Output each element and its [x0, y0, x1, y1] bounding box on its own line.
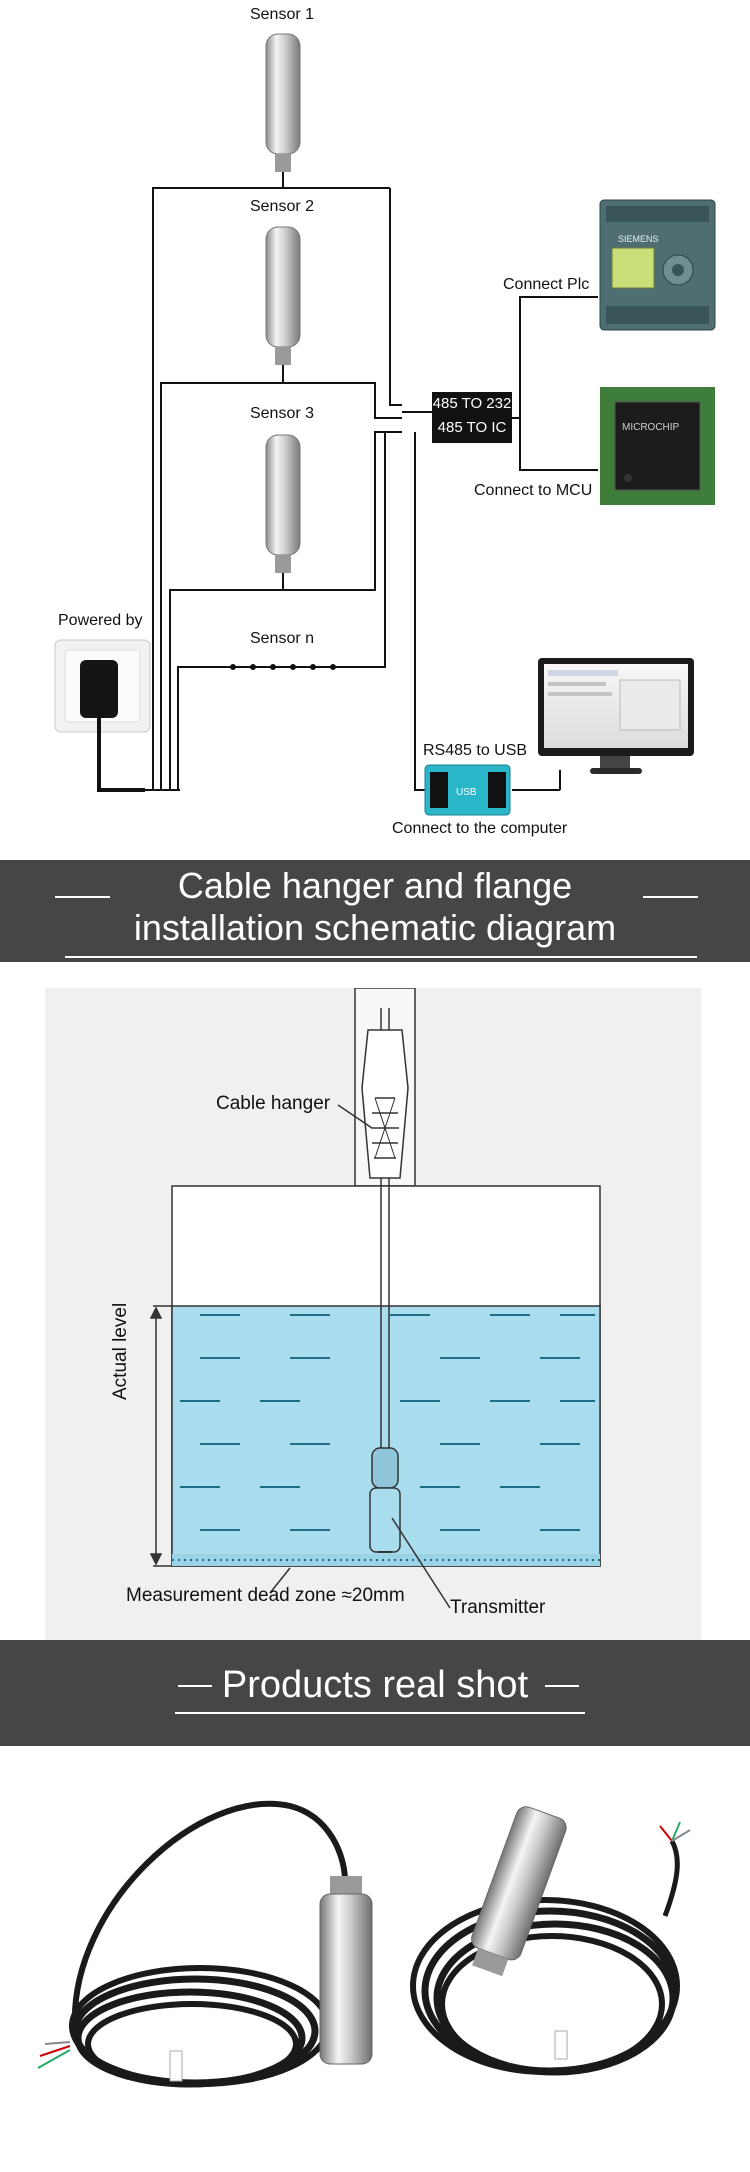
sensor-1-probe: [265, 33, 301, 172]
usb-module-label: USB: [456, 787, 477, 798]
chip-brand: MICROCHIP: [622, 422, 680, 433]
product-photo-1: [37, 1801, 348, 2088]
actual-level-dimension: [149, 1305, 172, 1567]
connect-plc-label: Connect Plc: [503, 276, 590, 293]
sensor-2-label: Sensor 2: [249, 198, 315, 215]
sensor-n-dots: [230, 664, 336, 670]
powered-by-label: Powered by: [58, 612, 143, 629]
connect-mcu-label: Connect to MCU: [474, 482, 593, 499]
sensor-3-probe: [265, 434, 301, 573]
plc-device: [599, 199, 716, 331]
transmitter-probe: [369, 1447, 401, 1553]
product-probe-2: [471, 1806, 567, 1977]
computer-monitor: [538, 658, 694, 774]
plc-brand: SIEMENS: [618, 234, 659, 244]
converter-line-2: 485 TO IC: [437, 419, 507, 436]
product-photos: [37, 1801, 691, 2088]
product-probe-1: [319, 1876, 373, 2065]
cable-hanger-shape: [361, 1029, 409, 1179]
banner-dash-right: [643, 896, 698, 898]
dead-zone-label: Measurement dead zone ≈20mm: [126, 1585, 405, 1606]
product-photo-2: [410, 1821, 691, 2076]
connect-computer-label: Connect to the computer: [392, 820, 568, 837]
converter-box: 485 TO 232 485 TO IC: [432, 392, 512, 443]
sensor-3-label: Sensor 3: [249, 405, 315, 422]
sensor-n-label: Sensor n: [249, 630, 315, 647]
sensor-2-probe: [265, 226, 301, 365]
actual-level-label: Actual level: [110, 1302, 131, 1400]
mcu-chip: [600, 387, 715, 505]
section-banner-products: Products real shot: [0, 1640, 750, 1746]
banner-dash-left: [55, 896, 110, 898]
banner2-dash-left: [178, 1685, 212, 1687]
banner2-dash-right: [545, 1685, 579, 1687]
banner-title-line-1: Cable hanger and flange: [177, 865, 573, 906]
power-adapter: [54, 639, 151, 792]
rs485-usb-label: RS485 to USB: [423, 742, 528, 759]
converter-line-1: 485 TO 232: [432, 395, 512, 412]
cable-hanger-label: Cable hanger: [216, 1093, 331, 1114]
banner-title-line-2: installation schematic diagram: [133, 907, 617, 948]
banner2-title: Products real shot: [221, 1664, 529, 1706]
transmitter-label: Transmitter: [450, 1597, 546, 1618]
installation-diagram: [45, 988, 701, 1640]
bus-wires: [145, 172, 598, 791]
section-banner-installation: Cable hanger and flange installation sch…: [0, 860, 750, 962]
rs485-usb-module: [424, 764, 561, 816]
wiring-diagram: SIEMENS MICROCHIP USB: [54, 33, 716, 816]
banner2-underline: [175, 1712, 585, 1714]
banner-underline: [65, 956, 697, 958]
sensor-1-label: Sensor 1: [249, 6, 315, 23]
